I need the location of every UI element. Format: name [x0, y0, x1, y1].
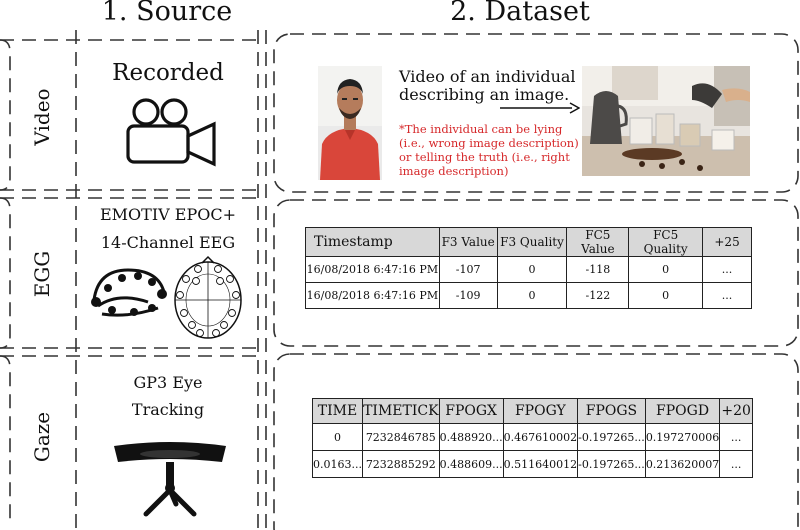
eeg-col-timestamp: Timestamp [305, 227, 440, 257]
table-row: 0.0163... 7232885292 0.488609... 0.51164… [312, 450, 753, 478]
video-description-line1: Video of an individual [399, 67, 576, 86]
table-cell: -118 [566, 256, 630, 283]
gaze-data-table: TIME TIMETICK FPOGX FPOGY FPOGS FPOGD +2… [312, 398, 753, 478]
electrode-map-icon [174, 255, 242, 339]
coffee-scene-photo [582, 66, 750, 176]
table-cell: 0.488920... [438, 423, 504, 451]
eeg-col-f3-value: F3 Value [438, 227, 498, 257]
gaze-source-line2: Tracking [131, 400, 205, 419]
table-cell: ... [702, 256, 752, 283]
video-note-line3: or telling the truth (i.e., right [399, 150, 570, 164]
table-cell: 0 [496, 256, 568, 283]
gaze-col-time: TIME [312, 398, 363, 424]
eeg-source-line1: EMOTIV EPOC+ [99, 205, 237, 224]
gaze-table-header-row: TIME TIMETICK FPOGX FPOGY FPOGS FPOGD +2… [312, 398, 753, 424]
dataset-header: 2. Dataset [450, 0, 590, 27]
gaze-source-line1: GP3 Eye [133, 373, 203, 392]
eeg-col-fc5-value: FC5 Value [566, 227, 630, 257]
table-cell: -107 [438, 256, 498, 283]
table-cell: -109 [438, 282, 498, 309]
eeg-col-fc5-quality: FC5 Quality [628, 227, 704, 257]
eeg-table-header-row: Timestamp F3 Value F3 Quality FC5 Value … [305, 227, 752, 257]
video-note-line4: image description) [399, 164, 509, 178]
table-cell: 0 [312, 423, 363, 451]
table-cell: 0.213620007 [644, 450, 721, 478]
video-note: *The individual can be lying (i.e., wron… [399, 122, 589, 178]
table-cell: ... [719, 423, 753, 451]
eeg-source-line2: 14-Channel EEG [100, 233, 236, 252]
table-cell: 0.0163... [312, 450, 363, 478]
table-cell: 16/08/2018 6:47:16 PM [305, 256, 440, 283]
table-cell: 0.467610002 [502, 423, 579, 451]
video-camera-icon [126, 98, 216, 167]
eye-tracker-icon [114, 442, 226, 517]
eeg-headset-icon [91, 268, 167, 317]
video-source-title: Recorded [112, 60, 224, 86]
arrow-right-icon [500, 102, 580, 114]
video-note-line1: *The individual can be lying [399, 122, 563, 136]
table-cell: ... [702, 282, 752, 309]
gaze-col-timetick: TIMETICK [361, 398, 440, 424]
table-cell: 0.197270006 [644, 423, 721, 451]
table-cell: 0 [496, 282, 568, 309]
video-note-line2: (i.e., wrong image description) [399, 136, 579, 150]
table-cell: 0 [628, 256, 704, 283]
video-description-line2: describing an image. [399, 85, 570, 104]
table-cell: 0 [628, 282, 704, 309]
row-label-video: Video [30, 88, 54, 146]
eeg-data-table: Timestamp F3 Value F3 Quality FC5 Value … [305, 227, 752, 309]
table-cell: 16/08/2018 6:47:16 PM [305, 282, 440, 309]
table-cell: 7232885292 [361, 450, 440, 478]
source-header: 1. Source [101, 0, 233, 27]
table-row: 16/08/2018 6:47:16 PM -107 0 -118 0 ... [305, 256, 752, 283]
table-row: 0 7232846785 0.488920... 0.467610002 -0.… [312, 423, 753, 451]
table-row: 16/08/2018 6:47:16 PM -109 0 -122 0 ... [305, 282, 752, 309]
video-description: Video of an individual describing an ima… [399, 68, 579, 104]
table-cell: -0.197265... [577, 450, 646, 478]
gaze-col-fpogs: FPOGS [577, 398, 646, 424]
table-cell: 0.488609... [438, 450, 504, 478]
row-label-eeg: EGG [30, 250, 54, 298]
table-cell: -0.197265... [577, 423, 646, 451]
table-cell: ... [719, 450, 753, 478]
table-cell: 0.511640012 [502, 450, 579, 478]
person-photo [318, 66, 382, 180]
eeg-col-more: +25 [702, 227, 752, 257]
table-cell: 7232846785 [361, 423, 440, 451]
gaze-col-more: +20 [719, 398, 753, 424]
gaze-col-fpogd: FPOGD [644, 398, 721, 424]
table-cell: -122 [566, 282, 630, 309]
gaze-col-fpogy: FPOGY [502, 398, 579, 424]
eeg-col-f3-quality: F3 Quality [496, 227, 568, 257]
row-label-gaze: Gaze [30, 411, 54, 463]
gaze-col-fpogx: FPOGX [438, 398, 504, 424]
